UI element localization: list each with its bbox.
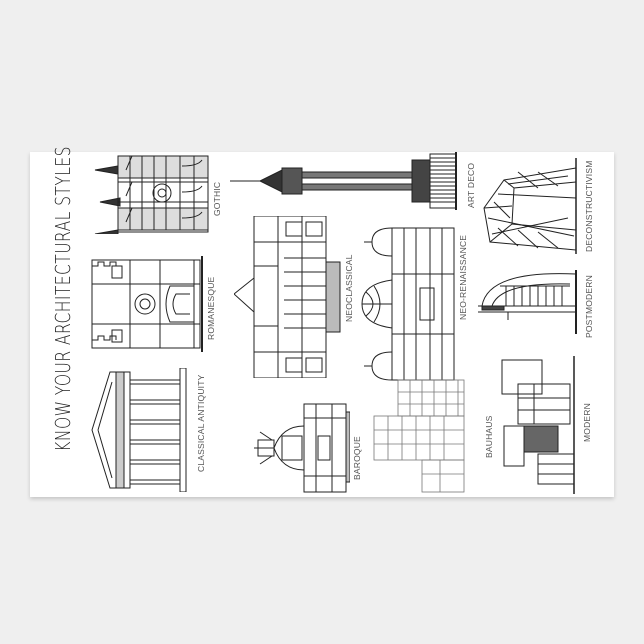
label-art-deco: ART DECO bbox=[466, 162, 476, 208]
neoclassical-building-icon bbox=[234, 216, 344, 378]
label-classical-antiquity: CLASSICAL ANTIQUITY bbox=[196, 374, 206, 472]
neo-renaissance-domed-building-icon bbox=[360, 224, 460, 384]
greek-temple-icon bbox=[90, 368, 190, 492]
label-bauhaus: BAUHAUS bbox=[484, 415, 494, 459]
baroque-facade-icon bbox=[252, 402, 350, 494]
label-gothic: GOTHIC bbox=[212, 181, 222, 216]
label-neoclassical: NEOCLASSICAL bbox=[344, 254, 354, 322]
architecture-sticker: KNOW YOUR ARCHITECTURAL STYLES GOTHIC bbox=[30, 146, 614, 497]
poster-title: KNOW YOUR ARCHITECTURAL STYLES bbox=[51, 146, 75, 452]
label-baroque: BAROQUE bbox=[352, 436, 362, 480]
romanesque-church-icon bbox=[90, 256, 206, 352]
modern-house-icon bbox=[498, 354, 578, 494]
label-modern: MODERN bbox=[582, 403, 592, 442]
gothic-cathedral-icon bbox=[90, 152, 210, 234]
postmodern-arched-building-icon bbox=[478, 264, 578, 334]
bauhaus-building-icon bbox=[370, 378, 466, 494]
label-neo-renaissance: NEO-RENAISSANCE bbox=[458, 234, 468, 320]
label-postmodern: POSTMODERN bbox=[584, 275, 594, 338]
deconstructivist-tower-icon bbox=[478, 158, 578, 254]
label-romanesque: ROMANESQUE bbox=[206, 276, 216, 340]
label-deconstructivism: DECONSTRUCTIVISM bbox=[584, 160, 594, 252]
art-deco-skyscraper-icon bbox=[230, 152, 462, 212]
